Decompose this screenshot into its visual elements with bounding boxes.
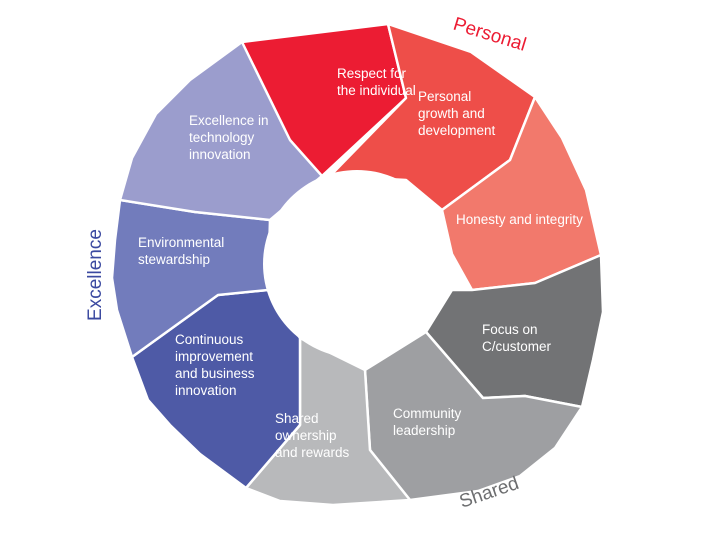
segment-label-line: technology [189, 130, 255, 145]
segment-label-line: Honesty and integrity [456, 212, 583, 227]
center-hole [263, 170, 451, 358]
segment-label-line: C/customer [482, 339, 552, 354]
segment-label-personal-growth: Personal growth and development [418, 89, 496, 138]
segment-label-focus: Focus on C/customer [482, 322, 552, 354]
segment-label-continuous: Continuous improvement and business innovat… [175, 332, 255, 398]
segment-label-community: Community leadership [393, 406, 462, 438]
segment-label-shared-ownership: Shared ownership and rewards [275, 411, 350, 460]
segment-label-line: Community [393, 406, 462, 421]
segment-label-technology: Excellence in technology innovation [189, 113, 269, 162]
segment-label-line: innovation [189, 147, 251, 162]
segment-label-line: Shared [275, 411, 319, 426]
segment-label-environmental: Environmental stewardship [138, 235, 224, 267]
segment-label-respect: Respect for the individual [337, 66, 416, 98]
segment-label-line: leadership [393, 423, 455, 438]
segment-label-line: Environmental [138, 235, 224, 250]
segment-label-line: improvement [175, 349, 253, 364]
segment-label-line: ownership [275, 428, 337, 443]
segment-label-line: the individual [337, 83, 416, 98]
wheel-segments [110, 22, 605, 507]
segment-label-line: innovation [175, 383, 237, 398]
segment-label-line: Focus on [482, 322, 538, 337]
segment-label-line: Personal [418, 89, 471, 104]
segment-label-line: and business [175, 366, 255, 381]
segment-label-line: stewardship [138, 252, 210, 267]
segment-label-line: Excellence in [189, 113, 269, 128]
segment-label-line: Respect for [337, 66, 407, 81]
segment-label-line: and rewards [275, 445, 350, 460]
segment-label-line: development [418, 123, 496, 138]
segment-technology [118, 40, 324, 222]
segment-label-honesty: Honesty and integrity [456, 212, 583, 227]
group-label-excellence: Excellence [85, 229, 106, 321]
segment-label-line: Continuous [175, 332, 244, 347]
segment-label-line: growth and [418, 106, 485, 121]
